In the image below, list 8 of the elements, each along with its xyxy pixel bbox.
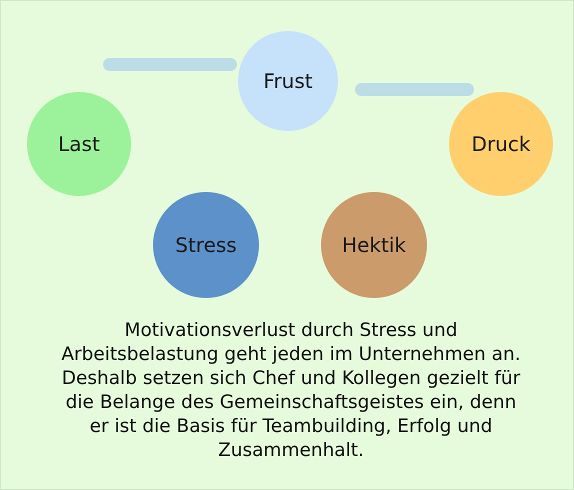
- node-label: Hektik: [342, 233, 406, 257]
- node-label: Frust: [263, 69, 313, 93]
- caption-paragraph: Motivationsverlust durch Stress und Arbeitsbelastung geht jeden im Unternehmen an. Deshalb setzen sich Chef und Kollegen gezielt für die Belange des Gemeinschaftsgeistes ein, denn er ist die Basis für Teambuilding, Erfolg und Zusammenhalt.: [61, 319, 521, 463]
- bar-shape: [103, 58, 237, 71]
- bar-shape: [355, 83, 474, 96]
- node-label: Druck: [472, 132, 530, 156]
- node-label: Stress: [175, 233, 237, 257]
- node-label: Last: [58, 132, 100, 156]
